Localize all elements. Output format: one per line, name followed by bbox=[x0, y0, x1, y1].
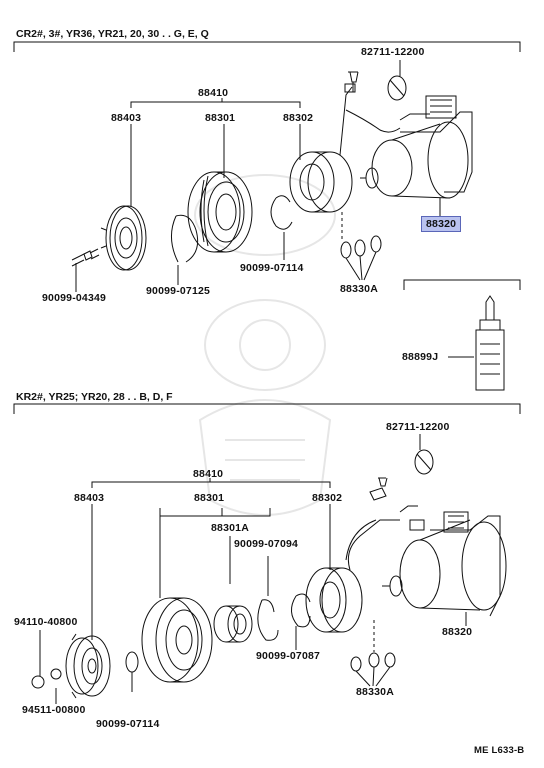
part-88302-top[interactable]: 88302 bbox=[283, 112, 314, 124]
section1-bracket bbox=[13, 41, 521, 52]
part-94511-00800[interactable]: 94511-00800 bbox=[22, 704, 86, 716]
bearing-88301A bbox=[213, 605, 253, 643]
field-coil-88302-bottom bbox=[305, 567, 363, 633]
field-coil-88302-top bbox=[289, 151, 353, 213]
part-90099-07114-top[interactable]: 90099-07114 bbox=[240, 262, 304, 274]
part-88403-bottom[interactable]: 88403 bbox=[74, 492, 105, 504]
pulley-88301-top bbox=[187, 171, 253, 253]
compressor-88320-bottom bbox=[382, 505, 507, 617]
compressor-88320-top bbox=[360, 95, 473, 199]
part-88302-bottom[interactable]: 88302 bbox=[312, 492, 343, 504]
clutch-hub-88403-top bbox=[100, 205, 147, 271]
part-88320-top[interactable]: 88320 bbox=[421, 216, 462, 232]
part-90099-04349[interactable]: 90099-04349 bbox=[42, 292, 107, 304]
bolt-90099-04349 bbox=[71, 248, 100, 267]
clutch-hub-88403-bottom bbox=[65, 633, 111, 699]
section2-bracket bbox=[13, 403, 521, 414]
part-88899J[interactable]: 88899J bbox=[402, 351, 439, 363]
diagram-code: ME L633-B bbox=[474, 745, 525, 756]
snap-ring-90099-07125 bbox=[171, 214, 199, 263]
part-88301-top[interactable]: 88301 bbox=[205, 112, 236, 124]
part-82711-12200-bottom[interactable]: 82711-12200 bbox=[386, 421, 450, 433]
part-88403-top[interactable]: 88403 bbox=[111, 112, 142, 124]
part-88330A-top[interactable]: 88330A bbox=[340, 283, 378, 295]
part-94110-40800[interactable]: 94110-40800 bbox=[14, 616, 78, 628]
part-90099-07114-bottom[interactable]: 90099-07114 bbox=[96, 718, 160, 730]
section2-title: KR2#, YR25; YR20, 28 . . B, D, F bbox=[16, 391, 173, 403]
part-88301A[interactable]: 88301A bbox=[211, 522, 249, 534]
part-88410-top[interactable]: 88410 bbox=[198, 87, 229, 99]
snap-ring-90099-07114-top bbox=[270, 195, 293, 230]
part-82711-12200-top[interactable]: 82711-12200 bbox=[361, 46, 425, 58]
part-88301-bottom[interactable]: 88301 bbox=[194, 492, 225, 504]
part-88320-bottom[interactable]: 88320 bbox=[442, 626, 473, 638]
part-90099-07087[interactable]: 90099-07087 bbox=[256, 650, 321, 662]
part-90099-07125[interactable]: 90099-07125 bbox=[146, 285, 211, 297]
part-88330A-bottom[interactable]: 88330A bbox=[356, 686, 394, 698]
pulley-88301-bottom bbox=[141, 597, 213, 683]
part-90099-07094[interactable]: 90099-07094 bbox=[234, 538, 299, 550]
part-88410-bottom[interactable]: 88410 bbox=[193, 468, 224, 480]
oil-bottle-88899J bbox=[475, 295, 505, 391]
j-bracket bbox=[403, 279, 521, 290]
section1-title: CR2#, 3#, YR36, YR21, 20, 30 . . G, E, Q bbox=[16, 28, 209, 40]
watermark-emblem bbox=[194, 174, 336, 516]
